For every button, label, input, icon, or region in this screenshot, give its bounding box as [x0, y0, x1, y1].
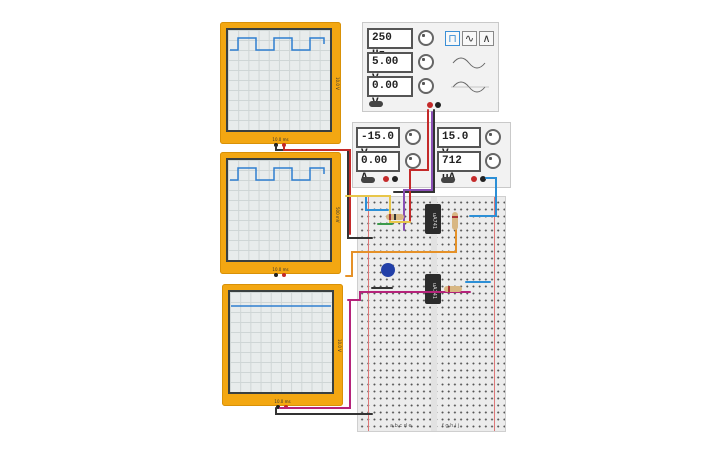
oscilloscope-2-terminal-black[interactable] [274, 273, 278, 277]
resistor-3[interactable] [444, 286, 462, 292]
wire-red-scope1 [283, 145, 351, 235]
column-labels-right: f g h i j [442, 423, 460, 429]
oscilloscope-2[interactable]: 10.0 ms 500 mV [220, 152, 341, 277]
right-current-knob[interactable] [485, 153, 501, 169]
oscilloscope-2-trace [230, 167, 325, 181]
waveform-diagram-icon [451, 57, 489, 93]
right-voltage-knob[interactable] [485, 129, 501, 145]
oscilloscope-3[interactable]: 10.0 ms 10.0 V [222, 284, 343, 409]
left-supply-terminal-black[interactable] [392, 176, 398, 182]
oscilloscope-1-volt-div: 10.0 V [335, 76, 340, 90]
oscilloscope-2-terminal-red[interactable] [282, 273, 286, 277]
wire-yellow [345, 195, 411, 223]
dc-offset-knob[interactable] [418, 78, 434, 94]
wire-black-scope1 [275, 145, 373, 239]
oscilloscope-1-screen [226, 28, 332, 132]
wire-magenta-2 [279, 299, 351, 409]
left-supply-terminal-red[interactable] [383, 176, 389, 182]
right-supply-terminal-black[interactable] [480, 176, 486, 182]
wire-black-fg [393, 109, 435, 193]
wire-purple [403, 111, 433, 231]
left-supply-power-toggle[interactable] [361, 177, 375, 183]
square-wave-icon[interactable]: ⊓ [445, 31, 460, 46]
right-supply-terminal-red[interactable] [471, 176, 477, 182]
function-generator-output-black[interactable] [435, 102, 441, 108]
oscilloscope-3-time-div: 10.0 ms [274, 399, 291, 404]
oscilloscope-3-screen [228, 290, 334, 394]
oscilloscope-1[interactable]: 10.0 ms 10.0 V [220, 22, 341, 147]
right-supply-power-toggle[interactable] [441, 177, 455, 183]
function-generator-output-red[interactable] [427, 102, 433, 108]
wire-blue-2 [469, 177, 497, 217]
wire-black-scope3 [275, 407, 373, 415]
oscilloscope-2-screen [226, 158, 332, 262]
wire-orange [345, 225, 457, 277]
oscilloscope-1-time-div: 10.0 ms [272, 137, 289, 142]
power-rail-left[interactable] [358, 197, 369, 431]
triangle-wave-icon[interactable]: ∧ [479, 31, 494, 46]
function-generator[interactable]: 250 Hz 5.00 V 0.00 V ⊓ ∿ ∧ [362, 22, 499, 112]
sine-wave-icon[interactable]: ∿ [462, 31, 477, 46]
frequency-knob[interactable] [418, 30, 434, 46]
breadboard[interactable]: a b c d e f g h i j [357, 196, 506, 432]
op-amp-chip-2[interactable]: uA741 [425, 274, 441, 304]
oscilloscope-3-terminal-black[interactable] [276, 405, 280, 409]
power-rail-right[interactable] [494, 197, 505, 431]
column-labels-left: a b c d e [390, 423, 412, 429]
resistor-1[interactable] [386, 214, 404, 220]
capacitor[interactable] [381, 263, 395, 277]
op-amp-chip-1[interactable]: uA741 [425, 204, 441, 234]
oscilloscope-2-volt-div: 500 mV [335, 206, 340, 223]
amplitude-knob[interactable] [418, 54, 434, 70]
left-current-knob[interactable] [405, 153, 421, 169]
wire-red-fg [409, 109, 429, 223]
wire-magenta [347, 291, 471, 301]
wire-blue-1 [365, 195, 389, 211]
right-current-display: 712 µA [437, 151, 481, 184]
left-voltage-knob[interactable] [405, 129, 421, 145]
function-generator-power-toggle[interactable] [369, 101, 383, 107]
resistor-2[interactable] [452, 212, 458, 230]
oscilloscope-2-time-div: 10.0 ms [272, 267, 289, 272]
oscilloscope-3-trace [231, 305, 331, 307]
oscilloscope-1-trace [230, 37, 325, 51]
oscilloscope-3-volt-div: 10.0 V [337, 338, 342, 352]
breadboard-center-channel [431, 197, 437, 431]
